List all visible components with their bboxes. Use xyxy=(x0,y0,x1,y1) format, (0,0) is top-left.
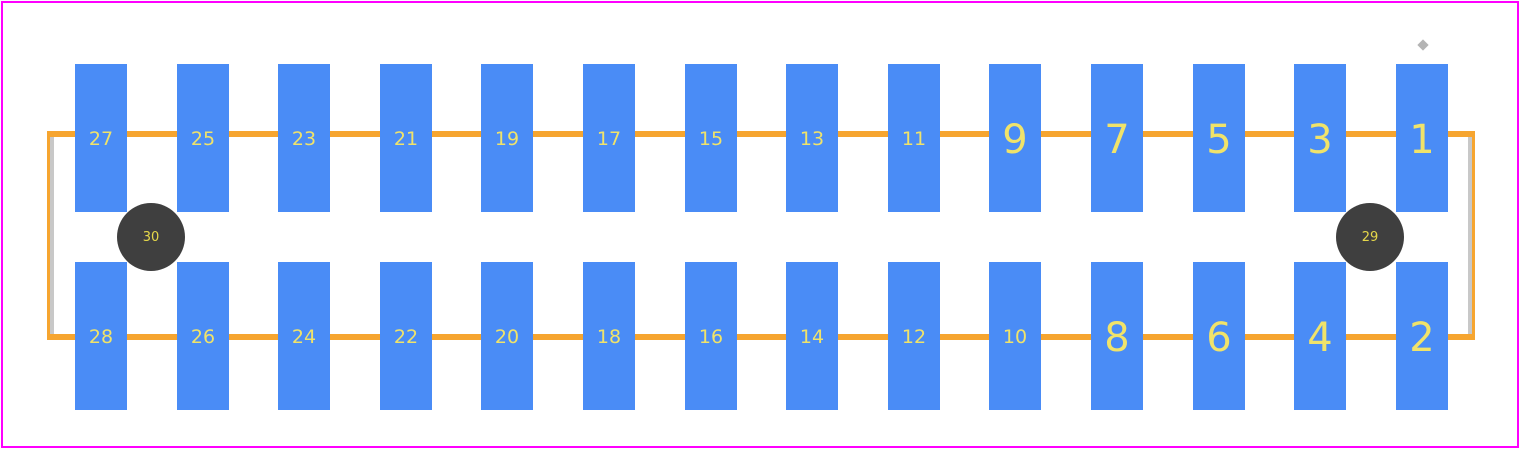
pad-number-label: 5 xyxy=(1206,117,1232,163)
pad[interactable]: 11 xyxy=(888,64,940,212)
pad-number-label: 28 xyxy=(88,326,114,348)
pad[interactable]: 27 xyxy=(75,64,127,212)
pad-number-label: 11 xyxy=(901,128,927,150)
pad[interactable]: 4 xyxy=(1294,262,1346,410)
pad[interactable]: 23 xyxy=(278,64,330,212)
pad-number-label: 26 xyxy=(190,326,216,348)
pad-number-label: 20 xyxy=(494,326,520,348)
silkscreen-left-edge-inner xyxy=(50,137,54,334)
pad-number-label: 1 xyxy=(1409,117,1435,163)
pad[interactable]: 7 xyxy=(1091,64,1143,212)
silkscreen-right-edge xyxy=(1472,131,1475,340)
pad[interactable]: 15 xyxy=(685,64,737,212)
pad-number-label: 17 xyxy=(596,128,622,150)
pad[interactable]: 20 xyxy=(481,262,533,410)
pad[interactable]: 9 xyxy=(989,64,1041,212)
mounting-hole-left-label: 30 xyxy=(142,229,160,245)
pad-number-label: 4 xyxy=(1307,315,1333,361)
pad[interactable]: 1 xyxy=(1396,64,1448,212)
silkscreen-right-edge-inner xyxy=(1468,137,1472,334)
pad-number-label: 23 xyxy=(291,128,317,150)
pad[interactable]: 14 xyxy=(786,262,838,410)
pad-number-label: 25 xyxy=(190,128,216,150)
pad[interactable]: 24 xyxy=(278,262,330,410)
pad[interactable]: 22 xyxy=(380,262,432,410)
pad-number-label: 7 xyxy=(1104,117,1130,163)
pad-number-label: 8 xyxy=(1104,315,1130,361)
pad-number-label: 9 xyxy=(1002,117,1028,163)
pad-number-label: 27 xyxy=(88,128,114,150)
pad[interactable]: 10 xyxy=(989,262,1041,410)
pad[interactable]: 17 xyxy=(583,64,635,212)
pad-number-label: 12 xyxy=(901,326,927,348)
pad-number-label: 10 xyxy=(1002,326,1028,348)
pad[interactable]: 18 xyxy=(583,262,635,410)
pad[interactable]: 16 xyxy=(685,262,737,410)
pad-number-label: 16 xyxy=(698,326,724,348)
pad-number-label: 24 xyxy=(291,326,317,348)
pad-number-label: 2 xyxy=(1409,315,1435,361)
pad[interactable]: 19 xyxy=(481,64,533,212)
pad-number-label: 15 xyxy=(698,128,724,150)
mounting-hole-left[interactable]: 30 xyxy=(117,203,185,271)
pad[interactable]: 6 xyxy=(1193,262,1245,410)
pad-number-label: 14 xyxy=(799,326,825,348)
pad-number-label: 3 xyxy=(1307,117,1333,163)
pad[interactable]: 2 xyxy=(1396,262,1448,410)
pad-number-label: 13 xyxy=(799,128,825,150)
silkscreen-top-line xyxy=(49,131,1473,137)
silkscreen-bottom-line xyxy=(49,334,1473,340)
pad[interactable]: 12 xyxy=(888,262,940,410)
pad[interactable]: 8 xyxy=(1091,262,1143,410)
pad[interactable]: 21 xyxy=(380,64,432,212)
pad[interactable]: 5 xyxy=(1193,64,1245,212)
mounting-hole-right[interactable]: 29 xyxy=(1336,203,1404,271)
pad[interactable]: 3 xyxy=(1294,64,1346,212)
pad-number-label: 6 xyxy=(1206,315,1232,361)
pad[interactable]: 26 xyxy=(177,262,229,410)
mounting-hole-right-label: 29 xyxy=(1361,229,1379,245)
silkscreen-left-edge xyxy=(47,131,50,340)
pad[interactable]: 25 xyxy=(177,64,229,212)
pad[interactable]: 28 xyxy=(75,262,127,410)
pad-number-label: 18 xyxy=(596,326,622,348)
pad-number-label: 21 xyxy=(393,128,419,150)
pad-number-label: 19 xyxy=(494,128,520,150)
pad-number-label: 22 xyxy=(393,326,419,348)
pad[interactable]: 13 xyxy=(786,64,838,212)
